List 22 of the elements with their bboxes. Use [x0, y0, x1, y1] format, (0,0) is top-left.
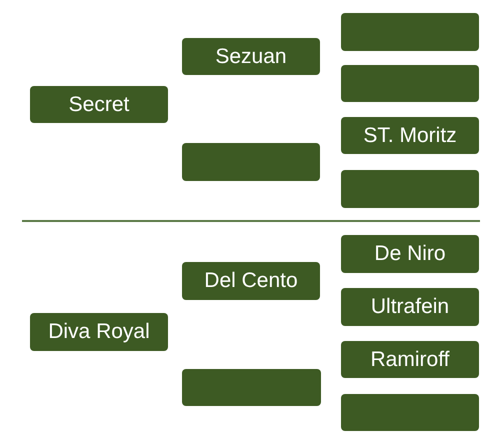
empty-box — [341, 13, 479, 51]
empty-box — [182, 369, 321, 406]
node-box — [182, 38, 320, 75]
empty-box — [341, 394, 479, 431]
empty-box — [341, 65, 479, 102]
node-box — [30, 86, 168, 123]
node-label: De Niro — [374, 242, 446, 266]
node-label: Ultrafein — [370, 295, 450, 319]
node-label: Diva Royal — [48, 320, 150, 344]
node-box — [341, 288, 479, 326]
node-box — [341, 117, 479, 154]
node-box — [341, 341, 479, 378]
node-box — [182, 262, 320, 300]
empty-box — [341, 170, 479, 208]
node-label: Ramiroff — [370, 348, 450, 372]
empty-box — [182, 143, 320, 181]
node-box — [30, 313, 168, 351]
node-label: Del Cento — [204, 269, 298, 293]
node-label: Secret — [68, 92, 130, 116]
node-box — [341, 235, 479, 273]
node-label: Sezuan — [215, 44, 287, 68]
node-label: ST. Moritz — [363, 124, 457, 148]
